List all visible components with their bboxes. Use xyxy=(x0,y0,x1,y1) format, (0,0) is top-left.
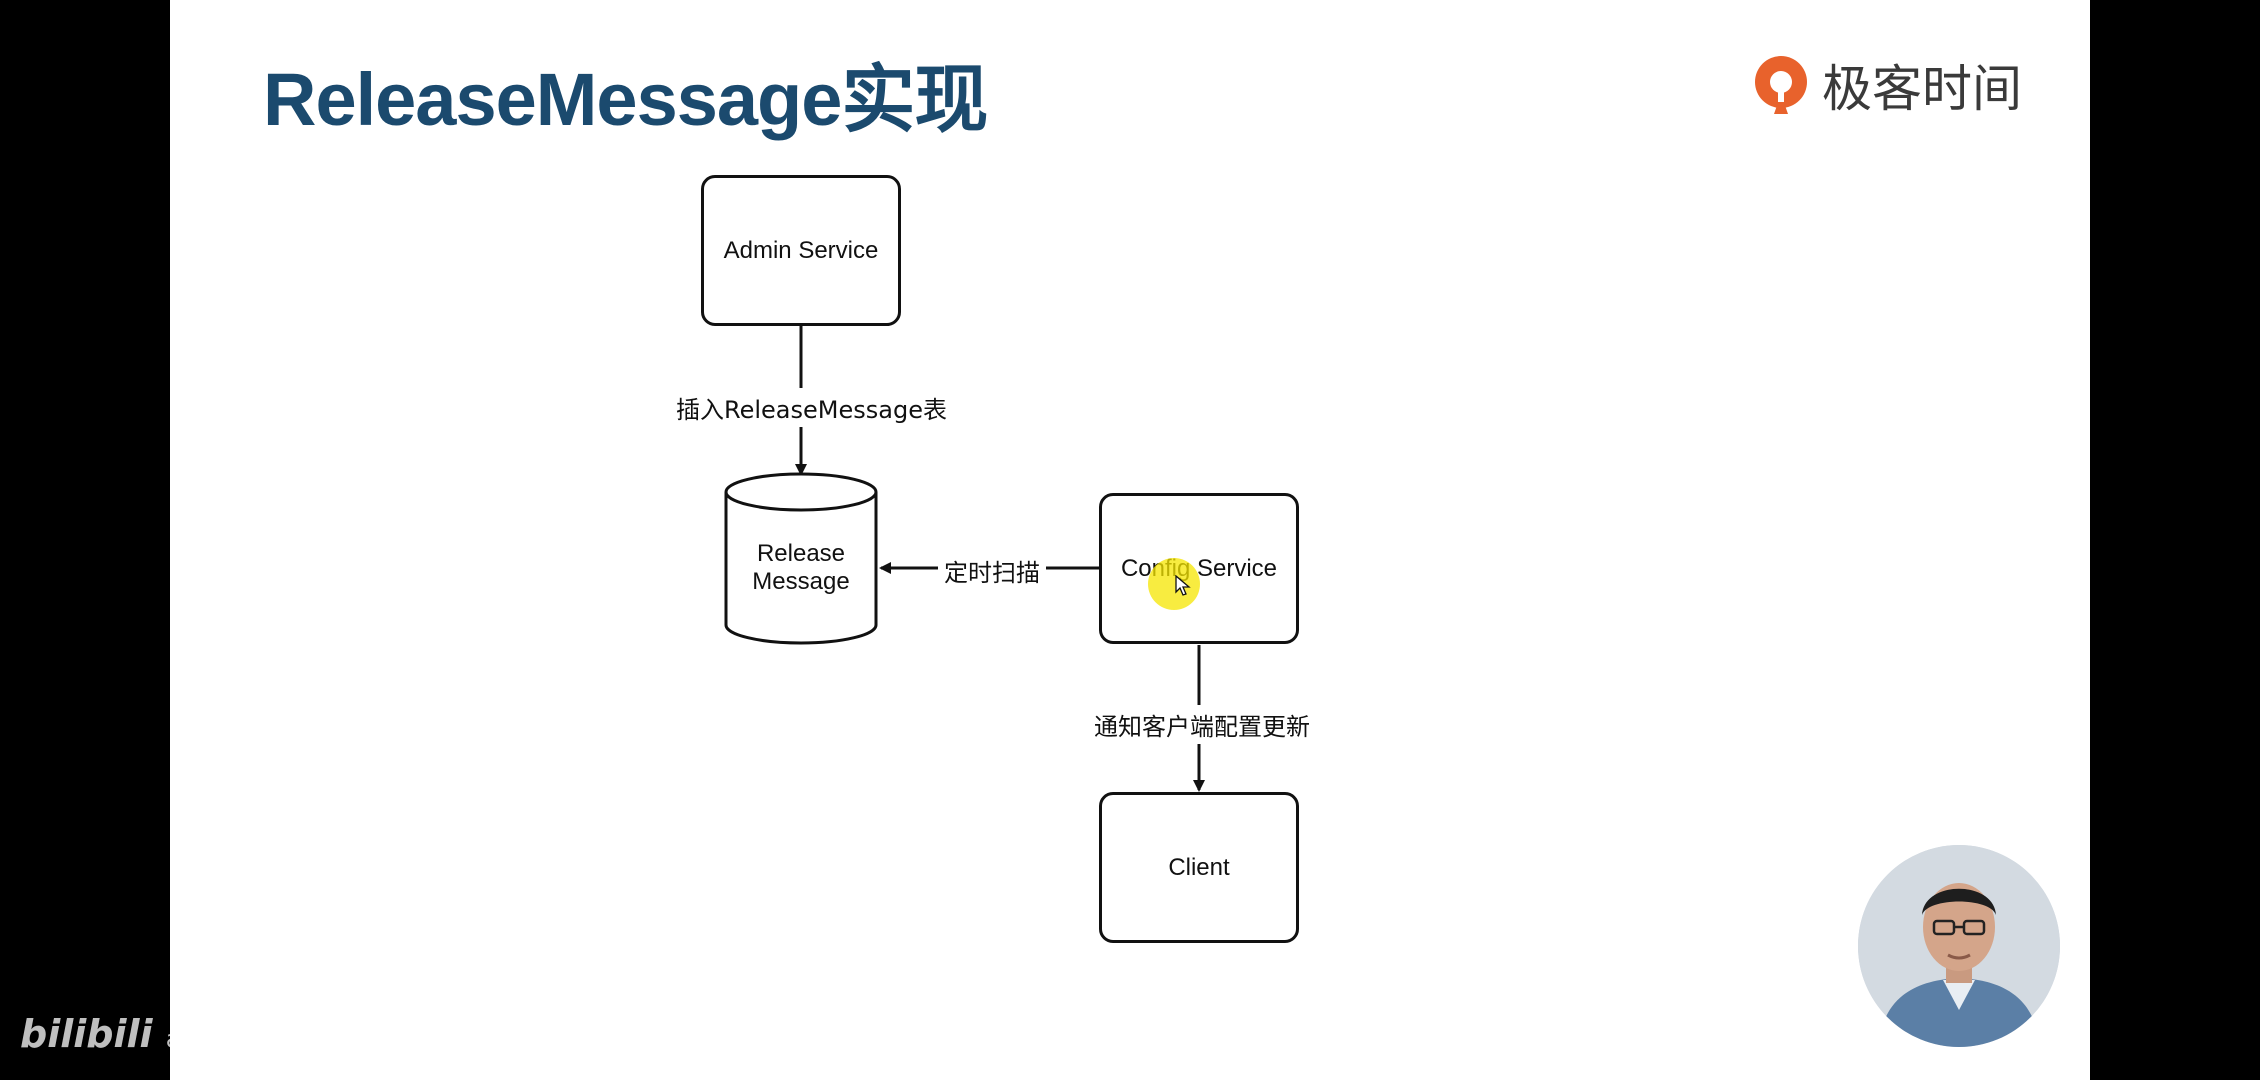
bilibili-watermark: bilibili av4 xyxy=(20,1012,210,1056)
release-message-label: Release Message xyxy=(726,540,876,596)
pages-icon[interactable]: ▣ xyxy=(298,1036,330,1068)
presenter-avatar xyxy=(1858,845,2060,1047)
bilibili-logo-text: bilibili xyxy=(20,1012,153,1056)
pen-icon[interactable]: ✎ xyxy=(256,1036,288,1068)
release-message-line2: Message xyxy=(752,568,850,595)
notify-edge-label: 通知客户端配置更新 xyxy=(1092,705,1312,744)
geektime-logo-icon xyxy=(1755,56,1807,114)
config-service-node: Config Service xyxy=(1099,493,1299,644)
slide-controls: ◁ ▷ ✎ ▣ ⌕ ⋯ xyxy=(172,1036,414,1068)
mouse-pointer-icon xyxy=(1175,575,1191,596)
client-node: Client xyxy=(1099,792,1299,943)
release-message-line1: Release xyxy=(756,540,846,567)
zoom-icon[interactable]: ⌕ xyxy=(340,1036,372,1068)
slide-title: ReleaseMessage实现 xyxy=(263,58,988,141)
scan-edge-label: 定时扫描 xyxy=(938,553,1046,588)
client-label: Client xyxy=(1168,853,1230,881)
presenter-video xyxy=(1858,845,2060,1047)
play-icon[interactable]: ▷ xyxy=(214,1036,246,1068)
admin-service-label: Admin Service xyxy=(723,236,879,264)
insert-edge-label: 插入ReleaseMessage表 xyxy=(674,388,949,427)
release-message-db-shape xyxy=(724,472,878,645)
uploader-watermark: 萧曳、bilibili xyxy=(205,1004,384,1039)
cursor-highlight xyxy=(1148,558,1200,610)
more-icon[interactable]: ⋯ xyxy=(382,1036,414,1068)
slide: ReleaseMessage实现 极客时间 Admin Service Rele… xyxy=(170,0,2090,1080)
brand-name: 极客时间 xyxy=(1822,60,2022,118)
admin-service-node: Admin Service xyxy=(701,175,901,326)
back-icon[interactable]: ◁ xyxy=(172,1036,204,1068)
brand-logo-group: 极客时间 xyxy=(1750,50,2022,120)
